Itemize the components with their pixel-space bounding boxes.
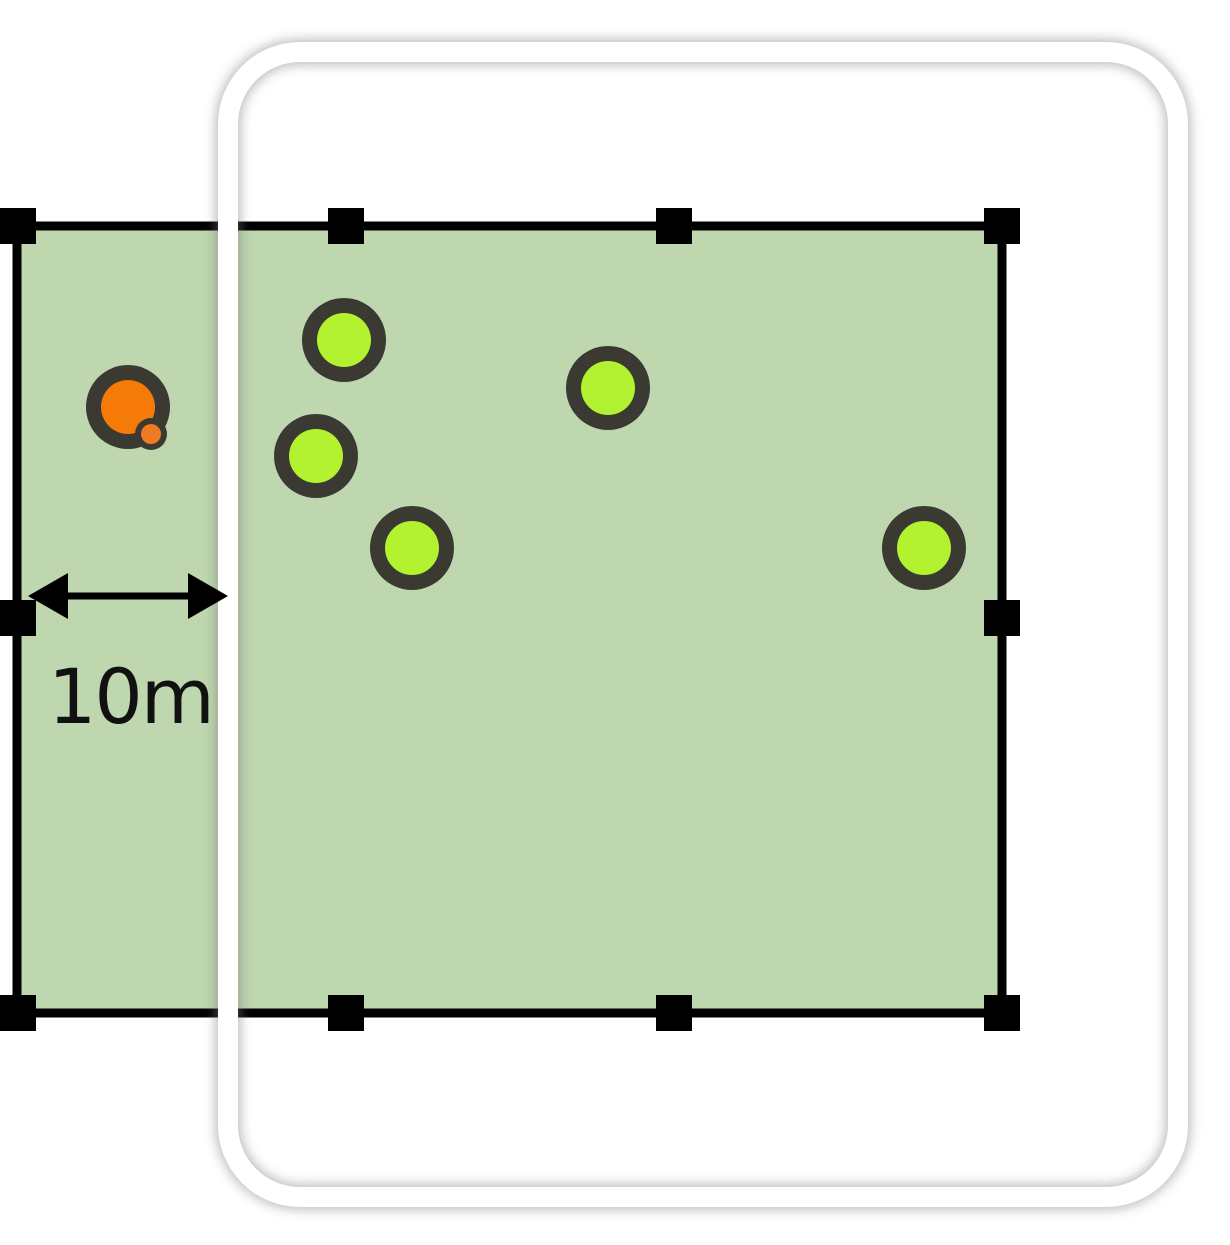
frame-rectangle[interactable] bbox=[218, 42, 1188, 1207]
marker-1-core bbox=[101, 380, 155, 434]
marker-6-core bbox=[897, 521, 951, 575]
measurement-arrow-right-head bbox=[188, 573, 228, 619]
handle-bottom-2[interactable] bbox=[656, 995, 692, 1031]
marker-5[interactable] bbox=[566, 346, 650, 430]
marker-4-core bbox=[385, 521, 439, 575]
field-rectangle[interactable] bbox=[12, 221, 1007, 1018]
marker-1[interactable] bbox=[86, 365, 170, 450]
marker-6[interactable] bbox=[882, 506, 966, 590]
measurement-arrow-left-head bbox=[28, 573, 68, 619]
handle-middle-right[interactable] bbox=[984, 600, 1020, 636]
marker-1-badge-dot bbox=[141, 424, 161, 444]
measurement-label: 10m bbox=[48, 652, 213, 741]
handle-top-left[interactable] bbox=[0, 208, 36, 244]
marker-2-core bbox=[317, 313, 371, 367]
markers-layer bbox=[86, 298, 966, 590]
measurement-indicator: 10m bbox=[28, 573, 228, 741]
handle-bottom-right[interactable] bbox=[984, 995, 1020, 1031]
handle-top-1[interactable] bbox=[328, 208, 364, 244]
handle-bottom-1[interactable] bbox=[328, 995, 364, 1031]
handle-middle-left[interactable] bbox=[0, 600, 36, 636]
marker-3-core bbox=[289, 429, 343, 483]
marker-3[interactable] bbox=[274, 414, 358, 498]
marker-4[interactable] bbox=[370, 506, 454, 590]
field-area[interactable] bbox=[12, 221, 1007, 1018]
marker-5-core bbox=[581, 361, 635, 415]
frame-overlay[interactable] bbox=[216, 40, 1190, 1209]
marker-2[interactable] bbox=[302, 298, 386, 382]
handle-top-right[interactable] bbox=[984, 208, 1020, 244]
selection-handles bbox=[0, 208, 1020, 1031]
handle-bottom-left[interactable] bbox=[0, 995, 36, 1031]
handle-top-2[interactable] bbox=[656, 208, 692, 244]
